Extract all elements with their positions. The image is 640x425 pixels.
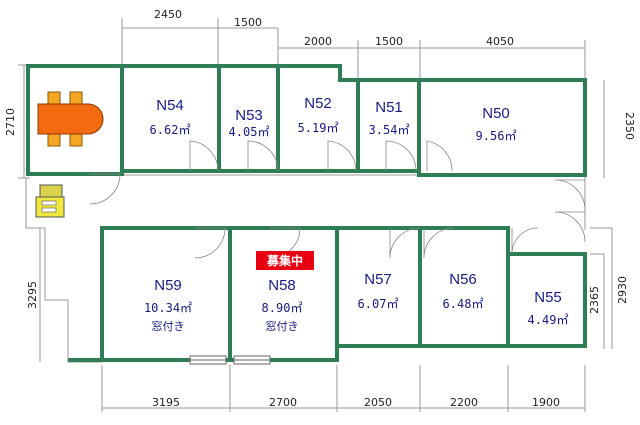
dim-bottom-2: 2700 (269, 396, 297, 409)
room-n52-area: 5.19㎡ (298, 121, 339, 135)
dim-bottom-5: 1900 (532, 396, 560, 409)
room-n56-area: 6.48㎡ (443, 297, 484, 311)
dim-right-3: 2930 (616, 276, 629, 304)
room-n59-note: 窓付き (152, 319, 185, 333)
dim-right-2: 2365 (588, 286, 601, 314)
doors (89, 140, 586, 259)
room-n55-area: 4.49㎡ (528, 313, 569, 327)
room-n59-name: N59 (154, 277, 182, 294)
copier-icon (35, 184, 65, 218)
dim-left-2: 3295 (26, 281, 39, 309)
room-n58-note: 窓付き (266, 319, 299, 333)
room-n56-name: N56 (449, 271, 477, 288)
dim-bottom-3: 2050 (364, 396, 392, 409)
dim-bottom-1: 3195 (152, 396, 180, 409)
room-n52-name: N52 (304, 95, 332, 112)
dimension-labels: 2450 1500 2000 1500 4050 2710 3295 2350 … (4, 8, 636, 409)
room-n53-name: N53 (235, 107, 263, 124)
status-badge-text: 募集中 (266, 253, 303, 268)
room-n53-area: 4.05㎡ (229, 125, 270, 139)
room-n57-area: 6.07㎡ (358, 297, 399, 311)
room-n57-name: N57 (364, 271, 392, 288)
room-n51-name: N51 (375, 99, 403, 116)
dim-left-1: 2710 (4, 108, 17, 136)
dim-top-5: 4050 (486, 35, 514, 48)
dim-right-1: 2350 (623, 112, 636, 140)
room-n50-name: N50 (482, 105, 510, 122)
dim-top-4: 1500 (375, 35, 403, 48)
room-n54-name: N54 (156, 97, 184, 114)
room-n59-area: 10.34㎡ (144, 301, 192, 315)
dim-bottom-4: 2200 (450, 396, 478, 409)
room-n58-area: 8.90㎡ (262, 301, 303, 315)
room-n54-area: 6.62㎡ (150, 123, 191, 137)
room-n50-area: 9.56㎡ (476, 129, 517, 143)
dimension-lines (18, 18, 613, 412)
room-labels: N54 6.62㎡ N53 4.05㎡ N52 5.19㎡ N51 3.54㎡ … (144, 95, 569, 333)
windows (189, 355, 271, 365)
status-badge (256, 251, 314, 270)
room-n51-area: 3.54㎡ (369, 123, 410, 137)
room-n58-name: N58 (268, 277, 296, 294)
meeting-table-icon (37, 91, 104, 147)
room-n55-name: N55 (534, 289, 562, 306)
dim-top-3: 2000 (304, 35, 332, 48)
dim-top-1: 2450 (154, 8, 182, 21)
dim-top-2: 1500 (234, 16, 262, 29)
